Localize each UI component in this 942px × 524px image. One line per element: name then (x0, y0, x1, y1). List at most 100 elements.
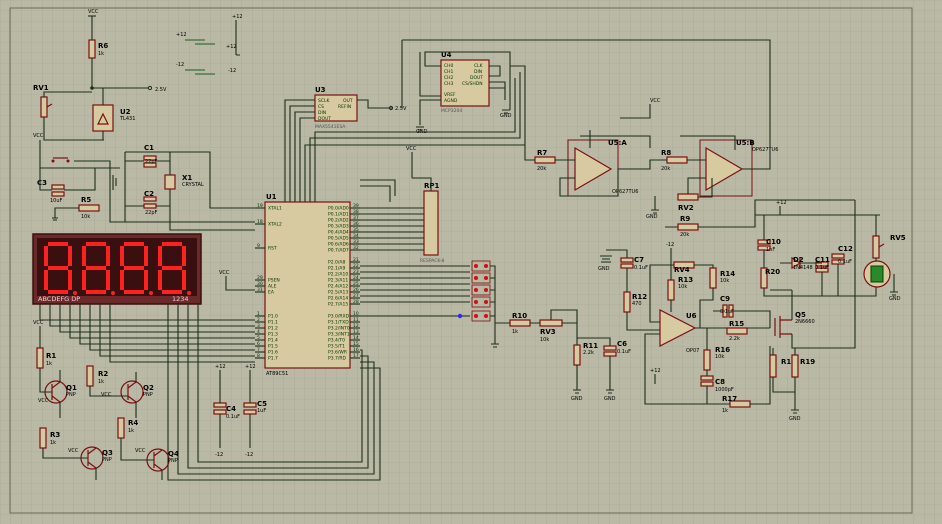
segment (162, 266, 182, 270)
svg-text:RP1: RP1 (424, 182, 440, 190)
vcc-q: VCC VCC VCC VCC (38, 392, 146, 454)
svg-text:0.1uF: 0.1uF (815, 265, 829, 271)
button-array[interactable] (471, 260, 491, 322)
pin-number: 15 (353, 341, 359, 347)
svg-text:20k: 20k (680, 232, 689, 238)
pin-label: P0.7/AD7 (328, 248, 349, 254)
svg-text:D2: D2 (793, 256, 804, 264)
resistor-R15[interactable]: R15 2.2k (726, 320, 748, 342)
pin-number: 5 (257, 335, 260, 341)
svg-text:1k: 1k (512, 329, 518, 335)
pin-label: P2.1/A9 (328, 266, 345, 272)
pin-label: P0.0/AD0 (328, 206, 349, 212)
pin-label: P2.6/A14 (328, 296, 348, 302)
svg-text:1k: 1k (98, 51, 104, 57)
svg-text:+12: +12 (776, 200, 787, 206)
push-button-3[interactable] (471, 284, 491, 296)
svg-text:U4: U4 (441, 51, 452, 59)
transistor-Q2[interactable]: Q2 PNP (120, 380, 154, 404)
pin-number: 11 (353, 317, 359, 323)
svg-text:PNP: PNP (168, 458, 178, 464)
svg-text:SCLK: SCLK (318, 98, 331, 104)
pin-label: P1.4 (268, 338, 278, 344)
svg-text:-12: -12 (228, 68, 236, 74)
segment (162, 290, 182, 294)
pin-number: 18 (257, 219, 263, 225)
capacitor-C11[interactable]: C11 0.1uF (815, 256, 830, 273)
svg-text:R8: R8 (661, 149, 671, 157)
svg-text:CS: CS (318, 104, 324, 110)
svg-text:1234: 1234 (172, 295, 189, 303)
svg-text:2.2k: 2.2k (583, 350, 594, 356)
svg-text:R11: R11 (583, 342, 598, 350)
dac-U3[interactable]: U3 MAX5541ESA SCLK CS DIN DOUT OUT REFIN (314, 86, 358, 130)
svg-text:R12: R12 (632, 293, 647, 301)
pin-number: 34 (353, 233, 359, 239)
svg-text:R18: R18 (781, 358, 796, 366)
svg-text:REFIN: REFIN (338, 104, 351, 110)
svg-text:MCP3204: MCP3204 (441, 108, 462, 114)
capacitor-C1[interactable]: C1 22pF (143, 144, 158, 168)
pin-label: XTAL2 (268, 222, 282, 228)
svg-text:Q5: Q5 (795, 311, 806, 319)
decimal-point (111, 291, 115, 295)
svg-text:20k: 20k (537, 166, 546, 172)
svg-text:CLK: CLK (474, 63, 484, 69)
pin-label: P3.2/INT0 (328, 326, 350, 332)
svg-text:+12: +12 (232, 14, 243, 20)
svg-text:C4: C4 (226, 405, 236, 413)
segment (144, 246, 148, 266)
pin-label: P3.1/TXD (328, 320, 349, 326)
svg-text:-12: -12 (666, 242, 674, 248)
pin-number: 35 (353, 227, 359, 233)
display-digit-4 (158, 242, 191, 295)
svg-text:OP07: OP07 (686, 348, 699, 354)
op-amp-U5B[interactable]: U5:B OP627TU6 (699, 139, 778, 197)
svg-text:DOUT: DOUT (318, 116, 331, 122)
pin-number: 31 (257, 287, 263, 293)
svg-text:U1: U1 (266, 193, 277, 201)
svg-text:DIN: DIN (474, 69, 482, 75)
svg-text:C9: C9 (720, 295, 730, 303)
svg-text:RV2: RV2 (678, 204, 694, 212)
svg-text:10uF: 10uF (50, 198, 63, 204)
vcc-u1: VCC (219, 270, 255, 291)
adc-U4[interactable]: U4 MCP3204 CH0 CH1 CH2 CH3 CLK DIN DOUT … (440, 51, 490, 114)
pin-label: P1.1 (268, 320, 278, 326)
svg-text:2.2k: 2.2k (729, 336, 740, 342)
sensor-bulb[interactable] (863, 260, 891, 288)
svg-text:1k: 1k (46, 361, 52, 367)
svg-text:-12: -12 (176, 62, 184, 68)
op-amp-U6[interactable]: U6 OP07 (659, 309, 699, 354)
svg-text:+12: +12 (650, 368, 661, 374)
seven-segment-display[interactable]: ABCDEFG DP 1234 (32, 233, 202, 305)
svg-text:CH3: CH3 (444, 81, 454, 87)
segment (124, 242, 144, 246)
display-digit-3 (120, 242, 153, 295)
svg-text:C10: C10 (766, 238, 781, 246)
svg-text:AT89C51: AT89C51 (266, 371, 288, 377)
pin-label: P3.3/INT1 (328, 332, 350, 338)
svg-text:R20: R20 (765, 268, 780, 276)
capacitor-C3[interactable]: C3 10uF (37, 179, 65, 204)
switch-reset[interactable] (51, 157, 70, 163)
pin-number: 30 (257, 281, 263, 287)
svg-text:VREF: VREF (444, 92, 456, 98)
push-button-4[interactable] (471, 296, 491, 308)
svg-text:CRYSTAL: CRYSTAL (182, 182, 204, 188)
push-button-1[interactable] (471, 260, 491, 272)
svg-text:OUT: OUT (343, 98, 353, 104)
mosfet-Q5[interactable]: Q5 2N6660 (774, 311, 815, 338)
pin-label: P3.0/RXD (328, 314, 350, 320)
resistor-pack-RP1[interactable]: RP1 RESPACK-8 (420, 182, 444, 264)
capacitor-C12[interactable]: C12 0.1uF (831, 245, 853, 265)
svg-text:2.5V: 2.5V (155, 87, 167, 93)
svg-text:GND: GND (646, 214, 658, 220)
segment (48, 290, 68, 294)
microcontroller-U1[interactable]: U1 AT89C51 XTAL119XTAL218RST9PSEN29ALE30… (255, 193, 360, 377)
pin-label: ALE (268, 284, 277, 290)
segment (124, 290, 144, 294)
svg-text:1uF: 1uF (257, 408, 266, 414)
